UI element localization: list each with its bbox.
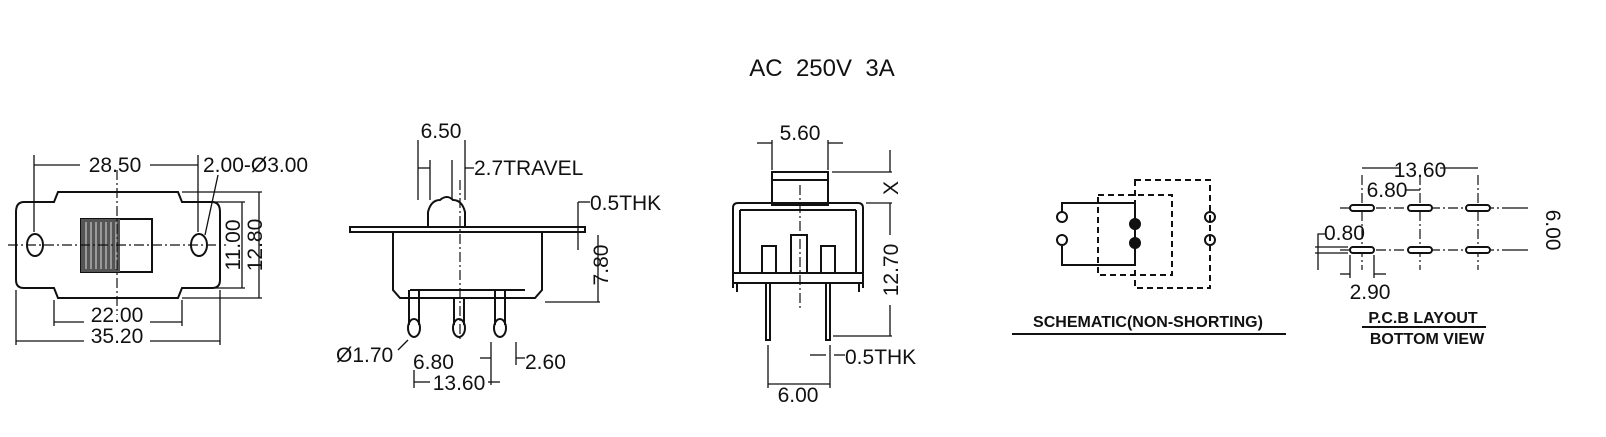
- dim-height: 12.70: [880, 244, 903, 297]
- common-contact-1: [1129, 218, 1141, 230]
- actuator: [427, 196, 466, 227]
- dim-actuator: 6.50: [421, 120, 462, 143]
- dim-pad: 0.80: [1324, 222, 1365, 245]
- dim-pad-len: 2.90: [1350, 281, 1391, 304]
- pcb-layout: 13.60 6.80 6.00 0.80 2.90 P.C.B LAYOUT B…: [1315, 159, 1564, 348]
- top-view: 28.50 2.00-Ø3.00 11.00 12.80 22.00 35.20: [8, 154, 308, 348]
- schematic: SCHEMATIC(NON-SHORTING): [1012, 179, 1286, 335]
- dim-holes: 2.00-Ø3.00: [203, 154, 308, 177]
- terminal-center: [790, 234, 808, 274]
- flange: [349, 226, 586, 233]
- pcb-layout-label: P.C.B LAYOUT: [1368, 310, 1478, 327]
- contact-right-2: [1204, 234, 1216, 246]
- pin-left: [765, 283, 771, 341]
- front-view: 5.60 X 12.70 0.5THK 6.00: [732, 122, 916, 407]
- terminal-left: [761, 245, 777, 274]
- dim-span: 13.60: [1394, 159, 1447, 182]
- dim-hole-pitch: 28.50: [89, 154, 142, 177]
- contact-left-1: [1056, 211, 1068, 223]
- dim-pin-spacing: 6.00: [778, 384, 819, 407]
- switch-body: [392, 232, 543, 299]
- dim-body-width: 22.00: [91, 304, 144, 327]
- dim-row: 6.00: [1541, 210, 1564, 251]
- dim-pin-width: 2.60: [525, 351, 566, 374]
- pin-right: [825, 283, 831, 341]
- pads: [1349, 204, 1491, 254]
- terminal-right: [820, 245, 836, 274]
- rating-title: AC 250V 3A: [749, 55, 894, 82]
- dim-pin-diameter: Ø1.70: [336, 344, 393, 367]
- dim-pin-thickness: 0.5THK: [845, 346, 916, 369]
- dim-inner-height: 11.00: [222, 220, 245, 271]
- bottom-view-label: BOTTOM VIEW: [1370, 331, 1485, 348]
- dim-outer-height: 12.80: [244, 219, 267, 272]
- dim-travel: 2.7TRAVEL: [474, 157, 583, 180]
- side-view: 6.50 2.7TRAVEL 0.5THK 7.80 Ø1.70 6.80 2.…: [336, 120, 661, 395]
- dim-x: X: [880, 181, 903, 195]
- dim-total-width: 35.20: [91, 325, 144, 348]
- common-contact-2: [1129, 237, 1141, 249]
- pins: [407, 290, 507, 338]
- contact-right-1: [1204, 211, 1216, 223]
- dim-thickness: 0.5THK: [590, 192, 661, 215]
- contact-left-2: [1056, 234, 1068, 246]
- dim-pin-span: 13.60: [433, 372, 486, 395]
- dim-pin-pitch: 6.80: [413, 351, 454, 374]
- dim-actuator-width: 5.60: [780, 122, 821, 145]
- switch-body: [732, 202, 864, 288]
- dim-height: 7.80: [590, 245, 613, 286]
- schematic-label: SCHEMATIC(NON-SHORTING): [1033, 314, 1263, 331]
- dim-pitch: 6.80: [1367, 179, 1408, 202]
